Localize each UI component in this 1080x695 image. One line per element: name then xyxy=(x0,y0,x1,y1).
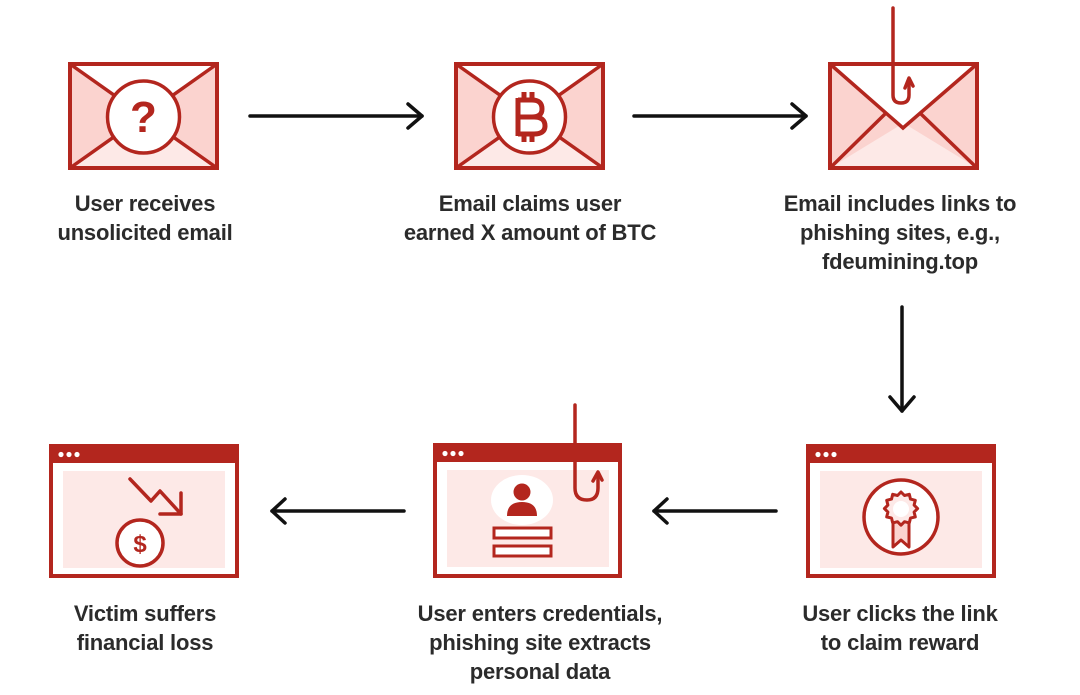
bitcoin-glyph xyxy=(515,92,548,142)
envelope-question-icon: ? xyxy=(68,62,219,170)
label-line: User receives xyxy=(74,191,216,216)
label-line: to claim reward xyxy=(820,630,980,655)
dollar-glyph: $ xyxy=(133,531,147,558)
label-line: Email claims user xyxy=(438,191,622,216)
label-line: unsolicited email xyxy=(57,220,233,245)
user-avatar-icon xyxy=(491,475,553,525)
browser-award-icon xyxy=(806,444,996,578)
credential-fields xyxy=(492,526,553,558)
label-line: Victim suffers xyxy=(73,601,217,626)
step-4-label: User clicks the link to claim reward xyxy=(745,599,1055,657)
award-ribbon-icon xyxy=(882,490,920,549)
label-line: personal data xyxy=(469,659,611,684)
envelope-hook-icon xyxy=(828,6,979,170)
downtrend-arrow-icon xyxy=(128,477,183,516)
label-line: fdeumining.top xyxy=(821,249,979,274)
label-line: Email includes links to xyxy=(783,191,1017,216)
label-line: User enters credentials, xyxy=(417,601,663,626)
arrow-right-icon xyxy=(248,102,424,130)
step-6-label: Victim suffers financial loss xyxy=(20,599,270,657)
label-line: phishing site extracts xyxy=(429,630,651,655)
label-line: phishing sites, e.g., xyxy=(800,220,1000,245)
envelope-bitcoin-icon xyxy=(454,62,605,170)
label-line: earned X amount of BTC xyxy=(403,220,657,245)
fishing-hook-icon xyxy=(573,403,604,502)
browser-credentials-hook-icon xyxy=(433,403,622,578)
arrow-down-icon xyxy=(888,305,916,413)
step-3-label: Email includes links to phishing sites, … xyxy=(735,189,1065,276)
step-5-label: User enters credentials, phishing site e… xyxy=(350,599,730,686)
arrow-left-icon xyxy=(270,497,406,525)
label-line: financial loss xyxy=(76,630,214,655)
label-line: User clicks the link xyxy=(802,601,998,626)
step-2-label: Email claims user earned X amount of BTC xyxy=(390,189,670,247)
arrow-left-icon xyxy=(652,497,778,525)
browser-money-loss-icon: $ xyxy=(49,444,239,578)
step-1-label: User receives unsolicited email xyxy=(20,189,270,247)
question-glyph: ? xyxy=(130,93,157,142)
fishing-hook-icon xyxy=(891,6,915,105)
arrow-right-icon xyxy=(632,102,808,130)
